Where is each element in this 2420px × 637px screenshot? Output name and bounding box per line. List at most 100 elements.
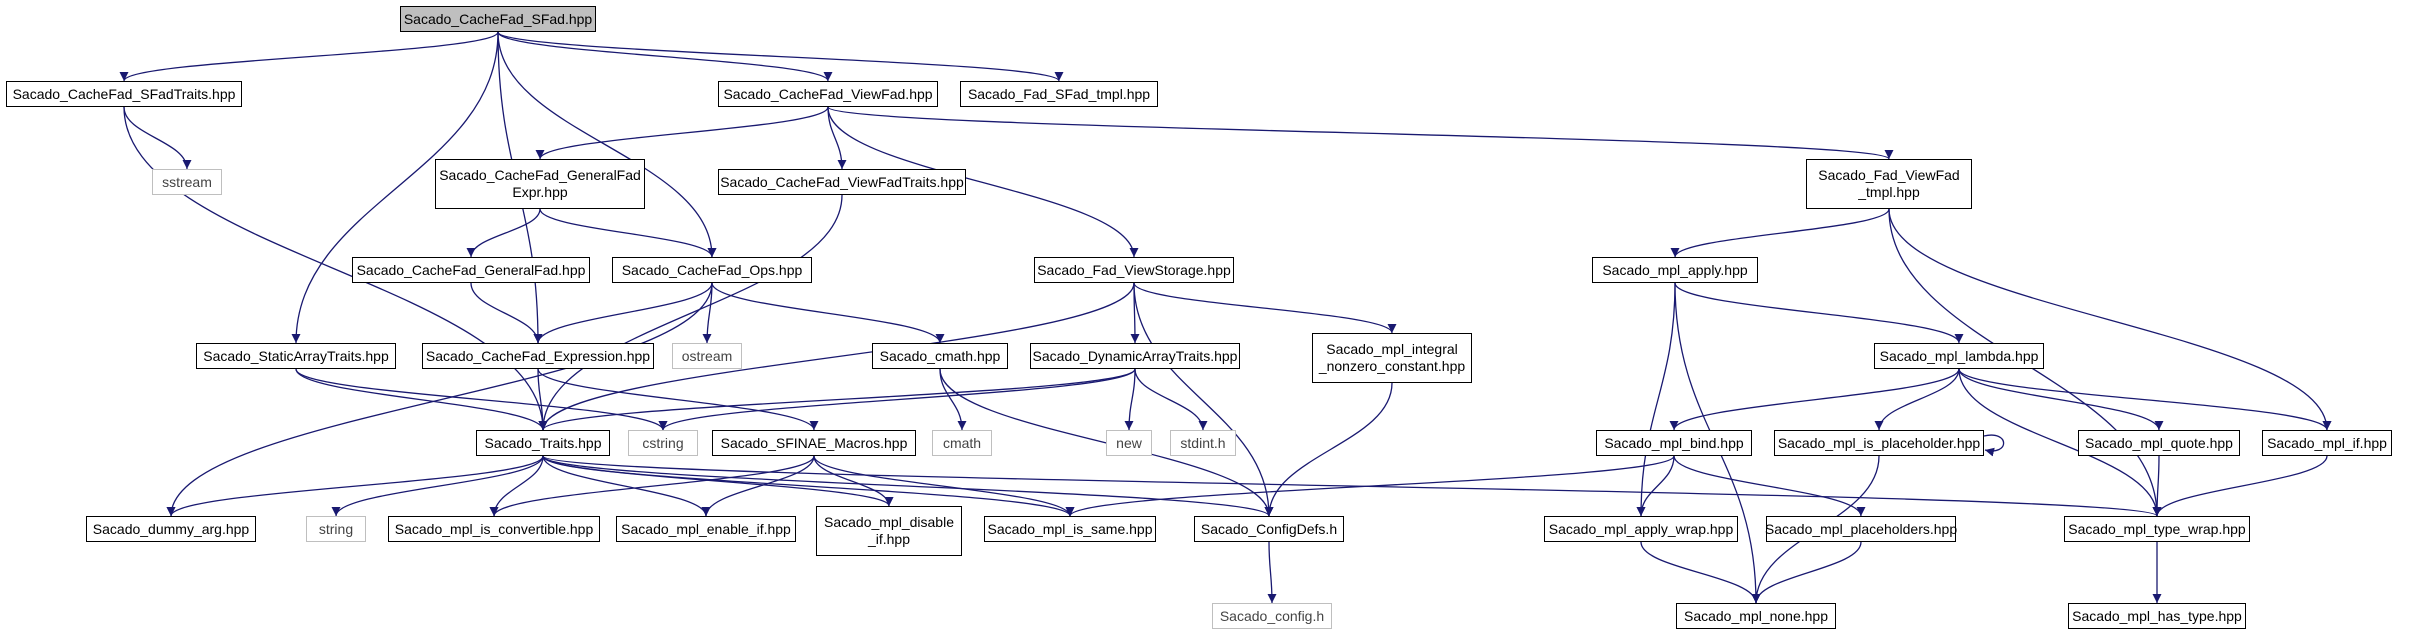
edge-root-to-sfadtraits <box>119 31 499 82</box>
edge-staticarraytraits-to-traits <box>295 368 548 431</box>
node-sacado-mpl-has-type-hpp[interactable]: Sacado_mpl_has_type.hpp <box>2068 603 2246 629</box>
node-sacado-fad-viewstorage-hpp[interactable]: Sacado_Fad_ViewStorage.hpp <box>1034 257 1234 283</box>
edge-apply_wrap-to-mpl_none <box>1640 541 1761 604</box>
edge-placeholders-to-mpl_none <box>1751 541 1862 604</box>
edge-mpl_lambda-to-mpl_quote <box>1958 368 2164 431</box>
node-sacado-cachefad-viewfad-hpp[interactable]: Sacado_CacheFad_ViewFad.hpp <box>718 81 938 107</box>
edge-sfinae-to-enable_if <box>701 455 815 517</box>
node-sacado-mpl-enable-if-hpp[interactable]: Sacado_mpl_enable_if.hpp <box>616 516 796 542</box>
node-sacado-cachefad-sfad-hpp[interactable]: Sacado_CacheFad_SFad.hpp <box>400 6 596 32</box>
node-sacado-dummy-arg-hpp[interactable]: Sacado_dummy_arg.hpp <box>86 516 256 542</box>
node-sacado-mpl-disable-if-hpp[interactable]: Sacado_mpl_disable _if.hpp <box>816 506 962 556</box>
edge-fad_viewfad_tmpl-to-mpl_if <box>1888 208 2332 431</box>
edge-configdefs-to-config_h <box>1267 541 1277 604</box>
edge-integral_nonzero-to-configdefs <box>1264 382 1393 517</box>
edge-cmath_hpp-to-configdefs <box>939 368 1274 517</box>
node-sacado-sfinae-macros-hpp[interactable]: Sacado_SFINAE_Macros.hpp <box>712 430 916 456</box>
edge-dynamicarraytraits-to-traits <box>538 368 1136 431</box>
node-sacado-mpl-apply-hpp[interactable]: Sacado_mpl_apply.hpp <box>1592 257 1758 283</box>
edge-viewstorage-to-traits <box>538 282 1135 431</box>
node-new: new <box>1106 430 1152 456</box>
edge-traits-to-string <box>331 455 544 517</box>
edge-root-to-ops <box>497 31 717 258</box>
edge-generalfad-to-expression <box>470 282 543 344</box>
edge-root-to-sfad_tmpl <box>497 31 1064 82</box>
node-sacado-mpl-lambda-hpp[interactable]: Sacado_mpl_lambda.hpp <box>1874 343 2044 369</box>
edge-mpl_lambda-to-mpl_if <box>1958 368 2332 431</box>
node-sacado-configdefs-h[interactable]: Sacado_ConfigDefs.h <box>1194 516 1344 542</box>
edge-expression-to-traits <box>537 368 548 431</box>
node-sacado-mpl-quote-hpp[interactable]: Sacado_mpl_quote.hpp <box>2078 430 2240 456</box>
node-sacado-config-h: Sacado_config.h <box>1212 603 1332 629</box>
node-sacado-mpl-is-placeholder-hpp[interactable]: Sacado_mpl_is_placeholder.hpp <box>1774 430 1984 456</box>
node-sacado-mpl-type-wrap-hpp[interactable]: Sacado_mpl_type_wrap.hpp <box>2064 516 2250 542</box>
edge-mpl_apply-to-apply_wrap <box>1636 282 1676 517</box>
node-sacado-cachefad-sfadtraits-hpp[interactable]: Sacado_CacheFad_SFadTraits.hpp <box>6 81 242 107</box>
edge-ops-to-expression <box>533 282 713 344</box>
node-sacado-traits-hpp[interactable]: Sacado_Traits.hpp <box>476 430 610 456</box>
edge-traits-to-configdefs <box>542 455 1274 517</box>
edge-traits-to-enable_if <box>542 455 711 517</box>
node-sacado-mpl-is-same-hpp[interactable]: Sacado_mpl_is_same.hpp <box>984 516 1156 542</box>
edge-root-to-staticarraytraits <box>291 31 499 344</box>
node-sacado-mpl-bind-hpp[interactable]: Sacado_mpl_bind.hpp <box>1596 430 1752 456</box>
edge-viewstorage-to-configdefs <box>1133 282 1274 517</box>
edge-ops-to-cmath_hpp <box>711 282 945 344</box>
edge-mpl_lambda-to-is_placeholder <box>1874 368 1960 431</box>
edge-ops-to-dummy_arg <box>166 282 713 517</box>
edge-cmath_hpp-to-cmath <box>939 368 967 431</box>
node-ostream: ostream <box>672 343 742 369</box>
edge-sfinae-to-is_convertible <box>489 455 815 517</box>
edge-sfinae-to-disable_if <box>813 455 894 507</box>
edge-viewfadtraits-to-traits <box>538 194 843 431</box>
node-sacado-cachefad-viewfadtraits-hpp[interactable]: Sacado_CacheFad_ViewFadTraits.hpp <box>718 169 966 195</box>
node-sacado-staticarraytraits-hpp[interactable]: Sacado_StaticArrayTraits.hpp <box>196 343 396 369</box>
edge-viewfad-to-viewfadtraits <box>827 106 847 170</box>
edge-generalfadexpr-to-generalfad <box>466 208 541 258</box>
edge-fad_viewfad_tmpl-to-mpl_apply <box>1670 208 1890 258</box>
edge-dynamicarraytraits-to-cstring <box>658 368 1136 431</box>
node-sacado-cachefad-ops-hpp[interactable]: Sacado_CacheFad_Ops.hpp <box>612 257 812 283</box>
edge-mpl_quote-to-type_wrap <box>2152 455 2162 517</box>
node-sacado-fad-sfad-tmpl-hpp[interactable]: Sacado_Fad_SFad_tmpl.hpp <box>960 81 1158 107</box>
edge-expression-to-sfinae <box>537 368 819 431</box>
edge-mpl_lambda-to-type_wrap <box>1958 368 2162 517</box>
edge-generalfadexpr-to-ops <box>539 208 717 258</box>
edge-mpl_if-to-type_wrap <box>2152 455 2328 517</box>
edge-is_placeholder-to-is_placeholder <box>1983 434 2005 457</box>
edge-viewfad-to-fad_viewfad_tmpl <box>827 106 1894 160</box>
edge-mpl_bind-to-placeholders <box>1673 455 1866 517</box>
node-sacado-cachefad-generalfad-hpp[interactable]: Sacado_CacheFad_GeneralFad.hpp <box>352 257 590 283</box>
node-stdint-h: stdint.h <box>1170 430 1236 456</box>
node-sacado-cmath-hpp[interactable]: Sacado_cmath.hpp <box>872 343 1008 369</box>
edge-dynamicarraytraits-to-stdint <box>1134 368 1208 431</box>
node-sacado-mpl-is-convertible-hpp[interactable]: Sacado_mpl_is_convertible.hpp <box>388 516 600 542</box>
node-sacado-mpl-integral-nonzero-constant-hpp[interactable]: Sacado_mpl_integral _nonzero_constant.hp… <box>1312 333 1472 383</box>
edge-dynamicarraytraits-to-new <box>1124 368 1136 431</box>
edge-root-to-viewfad <box>497 31 833 82</box>
node-sacado-fad-viewfad-tmpl-hpp[interactable]: Sacado_Fad_ViewFad _tmpl.hpp <box>1806 159 1972 209</box>
node-cstring: cstring <box>628 430 698 456</box>
node-sacado-mpl-apply-wrap-hpp[interactable]: Sacado_mpl_apply_wrap.hpp <box>1544 516 1738 542</box>
edge-viewfad-to-generalfadexpr <box>535 106 829 160</box>
edge-mpl_bind-to-is_same <box>1065 455 1675 517</box>
node-sstream: sstream <box>152 169 222 195</box>
node-sacado-mpl-placeholders-hpp[interactable]: Sacado_mpl_placeholders.hpp <box>1765 516 1957 542</box>
node-string: string <box>306 516 366 542</box>
node-sacado-cachefad-expression-hpp[interactable]: Sacado_CacheFad_Expression.hpp <box>422 343 654 369</box>
edge-mpl_bind-to-apply_wrap <box>1636 455 1675 517</box>
edge-traits-to-is_same <box>542 455 1075 517</box>
node-sacado-mpl-if-hpp[interactable]: Sacado_mpl_if.hpp <box>2262 430 2392 456</box>
node-sacado-mpl-none-hpp[interactable]: Sacado_mpl_none.hpp <box>1676 603 1836 629</box>
node-sacado-cachefad-generalfadexpr-hpp[interactable]: Sacado_CacheFad_GeneralFad Expr.hpp <box>435 159 645 209</box>
edge-sfadtraits-to-sstream <box>123 106 192 170</box>
edge-traits-to-type_wrap <box>542 455 2161 517</box>
edge-viewstorage-to-integral_nonzero <box>1133 282 1397 334</box>
edge-mpl_lambda-to-mpl_bind <box>1669 368 1960 431</box>
node-sacado-dynamicarraytraits-hpp[interactable]: Sacado_DynamicArrayTraits.hpp <box>1030 343 1240 369</box>
edge-staticarraytraits-to-cstring <box>295 368 668 431</box>
edge-viewfad-to-viewstorage <box>827 106 1139 258</box>
edge-sfadtraits-to-traits <box>123 106 548 431</box>
